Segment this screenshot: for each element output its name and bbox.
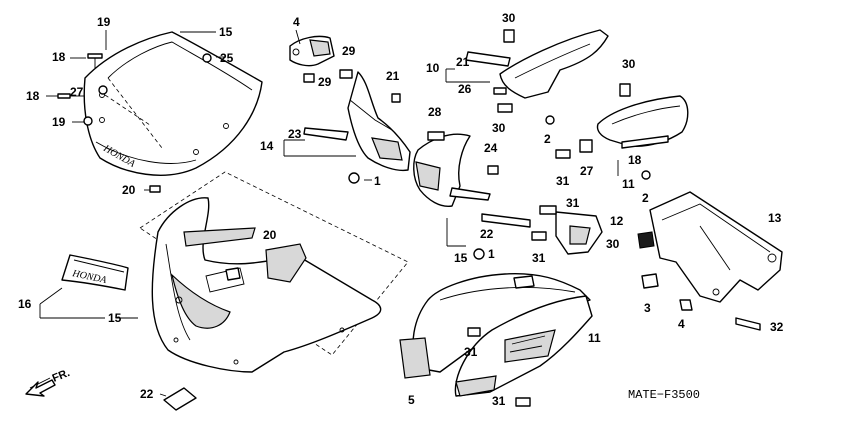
callout: 30 [622,57,636,71]
windscreen [83,31,263,176]
callout: 14 [260,139,274,153]
callout: 2 [642,191,649,205]
callout: 26 [458,82,472,96]
callout: 21 [456,55,470,69]
inner-left-panel [303,71,411,172]
meter-panel-12 [465,29,609,99]
callout: 15 [108,311,122,325]
callout: 1 [374,174,381,188]
callout: 30 [492,121,506,135]
callout: 15 [219,25,233,39]
callout: 24 [484,141,498,155]
callout: 23 [288,127,302,141]
callout: 28 [428,105,442,119]
callout: 22 [140,387,154,401]
callout: 31 [492,394,506,408]
callout: 22 [480,227,494,241]
callout: 3 [644,301,651,315]
callout: 31 [556,174,570,188]
bracket-6 [289,35,335,67]
callout: 2 [544,132,551,146]
callout: 25 [220,51,234,65]
callout: 10 [426,61,440,75]
lower-panel [454,295,593,397]
callout: 31 [532,251,546,265]
bracket-8 [555,211,603,255]
callout: 18 [52,50,66,64]
callout: 12 [610,214,624,228]
callout: 18 [628,153,642,167]
callout: 21 [386,69,400,83]
windscreen-screws [57,53,212,193]
callout: 29 [318,75,332,89]
callout: 31 [464,345,478,359]
callout: 30 [502,11,516,25]
callout: 30 [606,237,620,251]
callout: 19 [52,115,66,129]
meter-panel-13 [596,95,689,149]
hardware [163,29,761,411]
callout: 13 [768,211,782,225]
cowl-stay [649,191,783,303]
upper-cowl [139,171,409,373]
diagram-code: MATE−F3500 [628,388,700,402]
cowl-emblem [61,254,129,291]
arrow-left-down-icon [25,379,56,397]
callout: 32 [770,320,784,334]
inner-center-panel [413,133,531,228]
callout: 29 [342,44,356,58]
callout: 20 [122,183,136,197]
callout: 5 [408,393,415,407]
callout: 20 [263,228,277,242]
callout: 11 [588,331,601,345]
callout: 27 [70,85,84,99]
callout: 11 [622,177,635,191]
callout: 16 [18,297,32,311]
callout: 1 [488,247,495,261]
callout: 27 [580,164,594,178]
callout-labels: 19 15 18 25 27 18 19 20 4 29 29 21 23 14… [18,11,784,408]
front-marker: FR. [51,367,72,385]
callout: 19 [97,15,111,29]
callout: 15 [454,251,468,265]
air-duct [399,272,591,379]
callout: 4 [293,15,300,29]
leader-lines [29,29,619,397]
callout: 18 [26,89,40,103]
callout: 4 [678,317,685,331]
callout: 31 [566,196,580,210]
